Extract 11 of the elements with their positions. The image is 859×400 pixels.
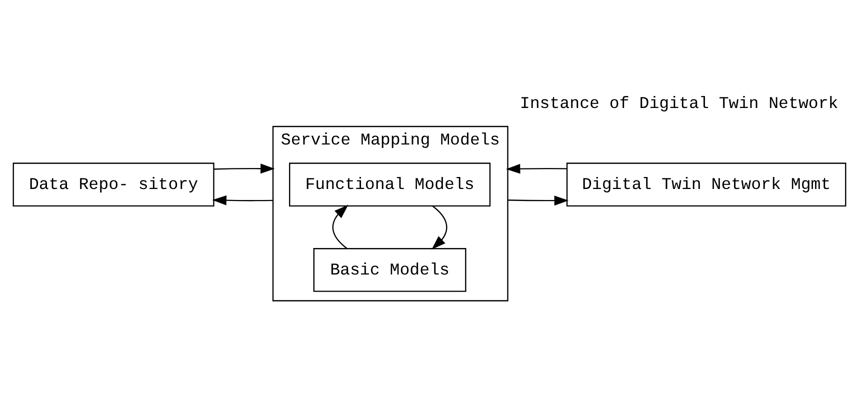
arrow [212, 195, 274, 206]
arrow [432, 206, 448, 250]
arrow [508, 196, 569, 206]
arrow [332, 204, 348, 249]
arrow [214, 164, 275, 174]
node-box: Functional Models [289, 162, 491, 207]
node-box: Digital Twin Network Mgmt [566, 162, 846, 207]
arrow [506, 164, 567, 174]
node-box: Data Repo- sitory [12, 162, 214, 207]
node-box: Basic Models [313, 248, 466, 292]
diagram-title: Instance of Digital Twin Network [520, 94, 838, 113]
